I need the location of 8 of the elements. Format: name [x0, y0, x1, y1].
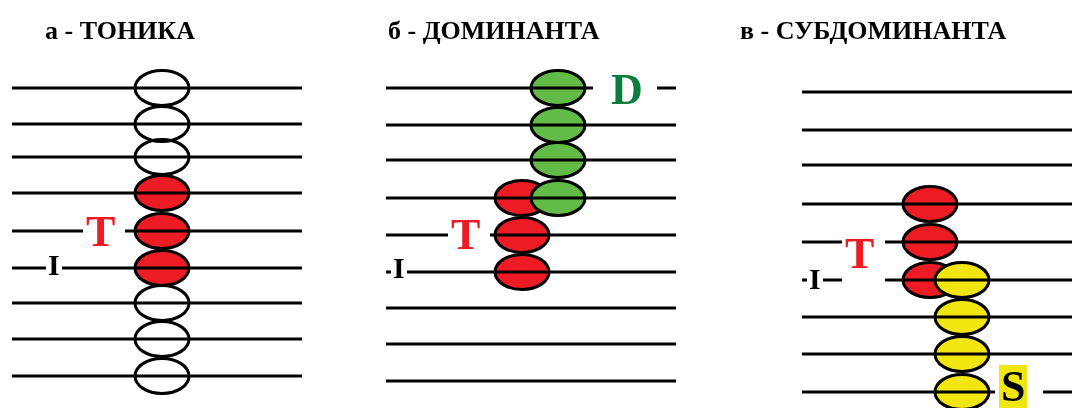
function-letter: D: [611, 68, 643, 112]
panel-title: в - СУБДОМИНАНТА: [740, 18, 1007, 44]
function-letter: T: [451, 213, 481, 257]
panel-title: а - ТОНИКА: [45, 18, 195, 44]
function-letter: T: [845, 232, 875, 276]
function-letter: S: [999, 365, 1028, 408]
panel-title: б - ДОМИНАНТА: [388, 18, 600, 44]
function-letter: T: [86, 210, 116, 254]
